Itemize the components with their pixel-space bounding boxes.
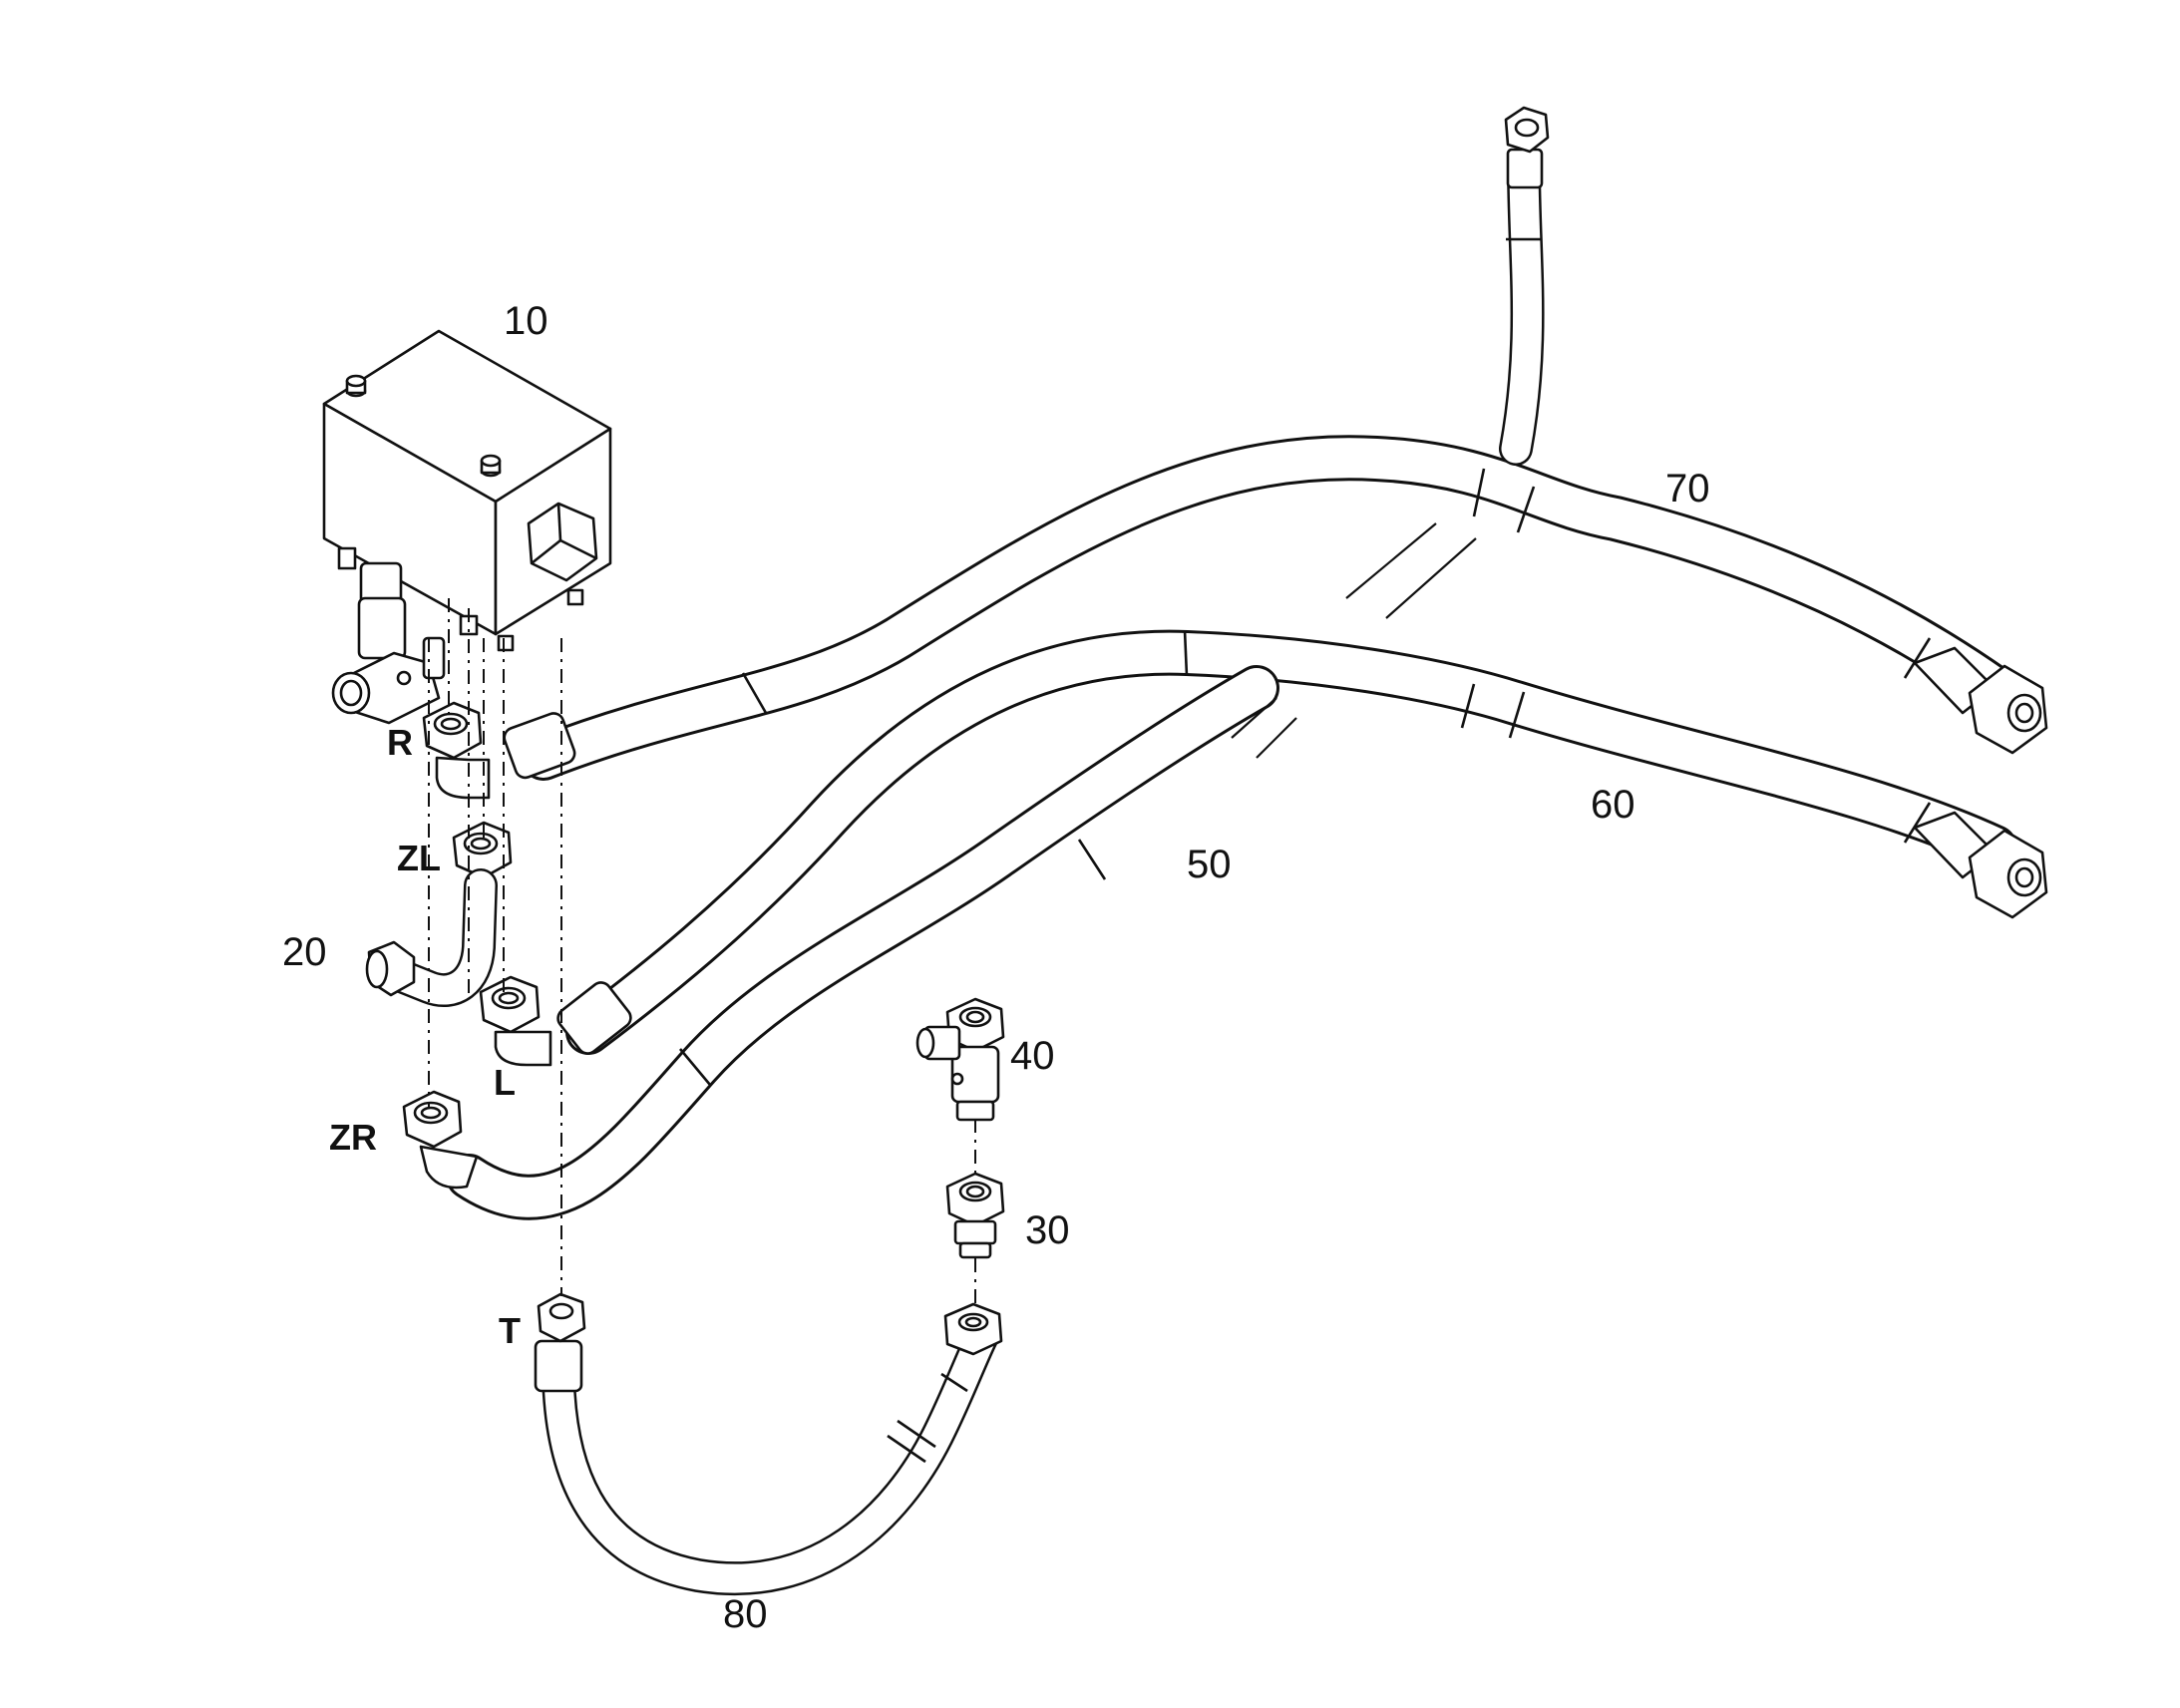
part-labels: 10 70 60 50 20 40 30 80 <box>282 299 1710 1636</box>
hose-70-end-fitting <box>1913 646 2048 755</box>
valve-tee-fitting <box>331 561 446 725</box>
label-port-L: L <box>494 1062 516 1103</box>
label-port-R: R <box>387 722 413 763</box>
hose-70-branch <box>1499 148 1545 466</box>
assembly-centerlines <box>428 598 976 1304</box>
fitting-adapter-30 <box>945 1172 1005 1259</box>
hose-50 <box>446 665 1279 1220</box>
label-part-40: 40 <box>1010 1034 1055 1078</box>
label-port-ZR: ZR <box>329 1117 377 1158</box>
hose-60-end-fitting <box>1913 811 2048 919</box>
label-part-20: 20 <box>282 930 327 974</box>
fitting-tee-40 <box>915 997 1005 1122</box>
hose-70-top-fitting <box>1504 106 1550 189</box>
label-part-30: 30 <box>1025 1208 1070 1252</box>
label-part-10: 10 <box>504 299 548 343</box>
fitting-ZR-elbow <box>402 1090 479 1190</box>
valve-block <box>322 329 612 652</box>
label-part-50: 50 <box>1187 843 1232 886</box>
port-labels: R ZL L ZR T <box>329 722 521 1351</box>
hose-80-T-fitting <box>537 1292 586 1343</box>
fitting-R-elbow <box>422 701 576 800</box>
label-part-70: 70 <box>1665 467 1710 511</box>
hose-60 <box>565 629 2017 1055</box>
hose-70 <box>521 435 2017 781</box>
fitting-L-elbow <box>479 975 632 1067</box>
label-port-ZL: ZL <box>397 838 441 878</box>
label-part-80: 80 <box>723 1592 768 1636</box>
label-port-T: T <box>499 1310 521 1351</box>
fitting-ZL-20 <box>365 821 513 1007</box>
label-part-60: 60 <box>1591 783 1635 827</box>
hose-80 <box>534 1319 999 1596</box>
hose-80-30-fitting <box>943 1302 1003 1356</box>
hidden-lines <box>1231 522 1477 759</box>
